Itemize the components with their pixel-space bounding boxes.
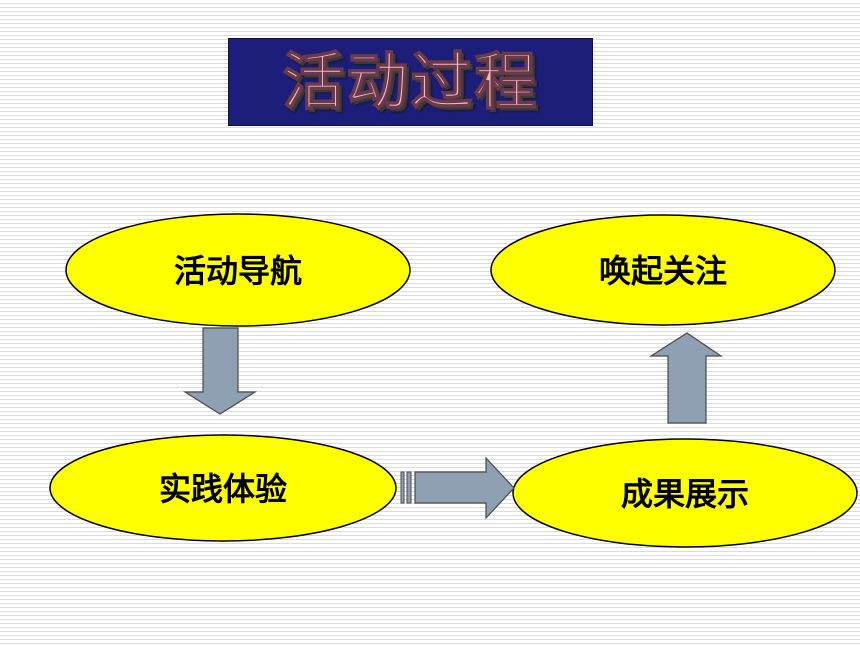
node-showcase: 成果展示 [512,438,858,548]
node-navigation-ellipse [65,213,411,327]
node-navigation-label: 活动导航 [174,252,302,290]
node-practice-ellipse [49,434,397,542]
node-awareness-label: 唤起关注 [599,252,727,290]
node-practice-label: 实践体验 [159,470,287,508]
striped-arrow-right-icon [400,456,515,520]
node-awareness: 唤起关注 [490,214,836,326]
node-showcase-ellipse [512,438,858,548]
slide-title: 活动过程 [282,45,539,118]
arrow-up-icon [648,332,723,424]
node-awareness-ellipse [490,214,836,326]
arrow-stripe-2 [406,471,412,504]
node-showcase-label: 成果展示 [621,475,749,513]
title-banner: 活动过程 [228,38,593,126]
node-practice: 实践体验 [49,434,397,542]
arrow-stripe-1 [400,471,405,504]
node-navigation: 活动导航 [65,213,411,327]
arrow-right-body [414,456,515,520]
arrow-down-icon [182,327,258,415]
